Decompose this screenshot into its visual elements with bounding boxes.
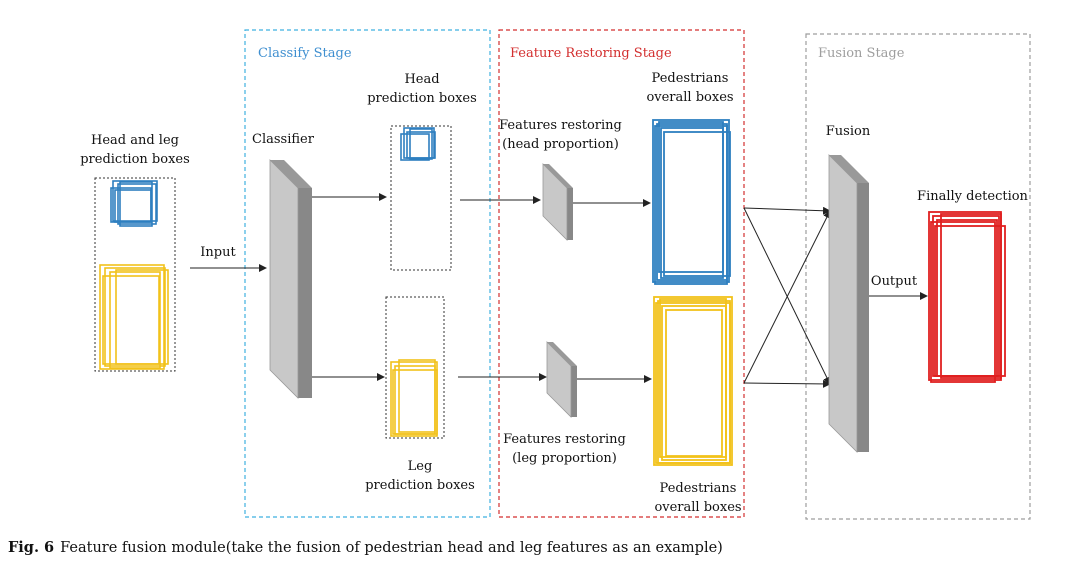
cross-arrow-3 [743, 210, 831, 384]
overall-boxes-bottom-label: Pedestrians overall boxes [654, 481, 742, 515]
figure-caption: Fig. 6 Feature fusion module(take the fus… [8, 539, 723, 556]
caption-label: Fig. 6 [8, 539, 55, 556]
caption-text: Feature fusion module(take the fusion of… [60, 540, 723, 556]
cross-arrow-1 [743, 206, 831, 215]
fusion-label: Fusion [825, 124, 871, 139]
fusion-panel [828, 154, 869, 453]
restore-leg-panel [546, 341, 577, 418]
input-boxes-label: Head and leg prediction boxes [80, 133, 190, 167]
classifier-label: Classifier [252, 132, 314, 147]
leg-prediction-image [385, 296, 445, 439]
input-boxes-image [94, 177, 176, 372]
restore-head-label: Features restoring (head proportion) [499, 118, 622, 152]
final-detection-image [928, 211, 1006, 383]
restore-head-panel [542, 163, 573, 241]
overall-boxes-top-label: Pedestrians overall boxes [646, 71, 734, 105]
overall-boxes-head-image [652, 119, 731, 285]
overall-boxes-leg-image [653, 296, 733, 466]
output-label: Output [870, 274, 918, 289]
leg-prediction-label: Leg prediction boxes [365, 459, 475, 493]
classify-stage-title: Classify Stage [258, 46, 352, 61]
input-label: Input [200, 245, 236, 260]
restoring-stage-title: Feature Restoring Stage [510, 46, 672, 61]
restore-leg-label: Features restoring (leg proportion) [503, 432, 626, 466]
fusion-stage-title: Fusion Stage [818, 46, 905, 61]
classifier-panel [269, 159, 312, 399]
classify-stage-border [244, 29, 491, 518]
head-prediction-label: Head prediction boxes [367, 72, 477, 106]
cross-arrow-4 [743, 379, 831, 388]
final-detection-label: Finally detection [917, 189, 1028, 204]
restoring-stage-border [498, 29, 745, 518]
fusion-stage-border [805, 33, 1031, 520]
head-prediction-image [390, 125, 452, 271]
